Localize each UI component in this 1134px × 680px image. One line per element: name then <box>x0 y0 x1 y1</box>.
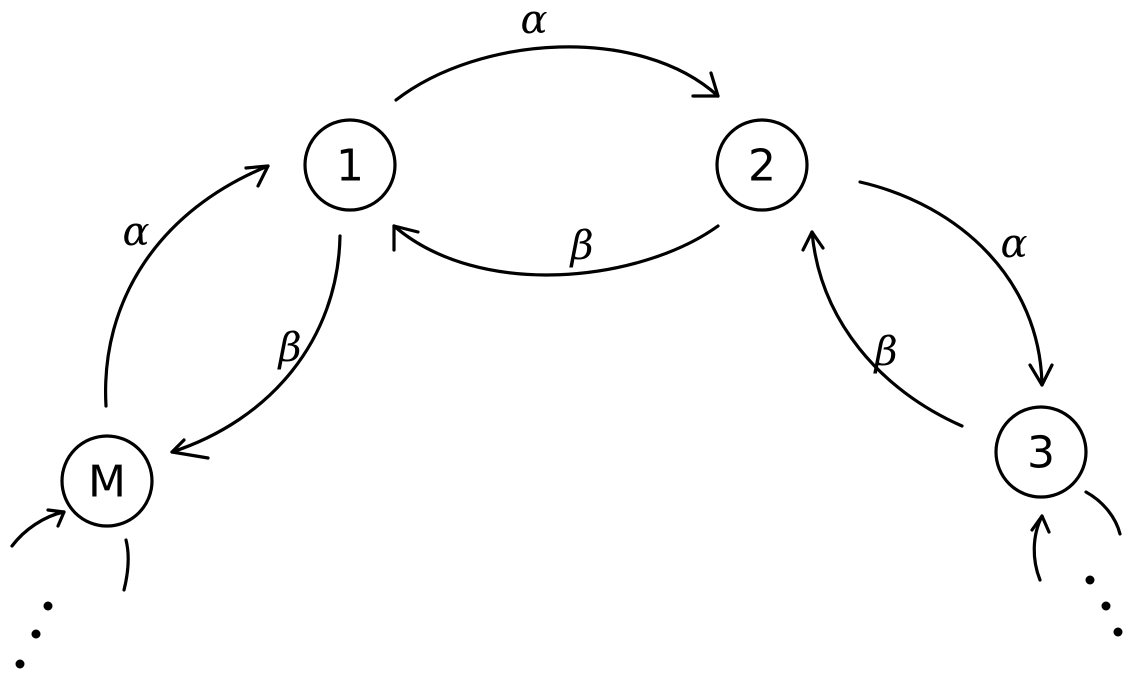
edge-label-3-to-2: β <box>872 329 897 375</box>
edge-1-to-2 <box>394 45 720 102</box>
edge-3-to-2 <box>801 230 964 428</box>
edge-label-1-to-m: β <box>276 325 301 371</box>
ellipsis-right <box>1085 575 1123 637</box>
edge-label-2-to-3: α <box>1000 221 1027 267</box>
edge-1-to-m <box>170 234 342 460</box>
edge-incoming-to-m <box>10 508 66 548</box>
node-1-label: 1 <box>336 141 364 192</box>
node-3-label: 3 <box>1027 428 1055 479</box>
node-2: 2 <box>715 118 809 212</box>
edge-outgoing-from-m <box>122 538 130 592</box>
edge-incoming-to-3 <box>1030 514 1051 582</box>
edge-label-1-to-2: α <box>520 0 547 43</box>
node-1: 1 <box>303 118 397 212</box>
node-m: M <box>60 434 154 528</box>
edge-2-to-3 <box>858 180 1054 387</box>
edge-m-to-1 <box>103 164 270 408</box>
ellipsis-left <box>15 601 53 669</box>
edge-label-2-to-1: β <box>568 223 593 269</box>
node-2-label: 2 <box>748 141 776 192</box>
node-3: 3 <box>994 405 1088 499</box>
edge-label-m-to-1: α <box>122 209 149 255</box>
edge-2-to-1 <box>392 224 720 277</box>
edge-outgoing-from-3 <box>1084 490 1122 536</box>
node-m-label: M <box>88 457 126 508</box>
